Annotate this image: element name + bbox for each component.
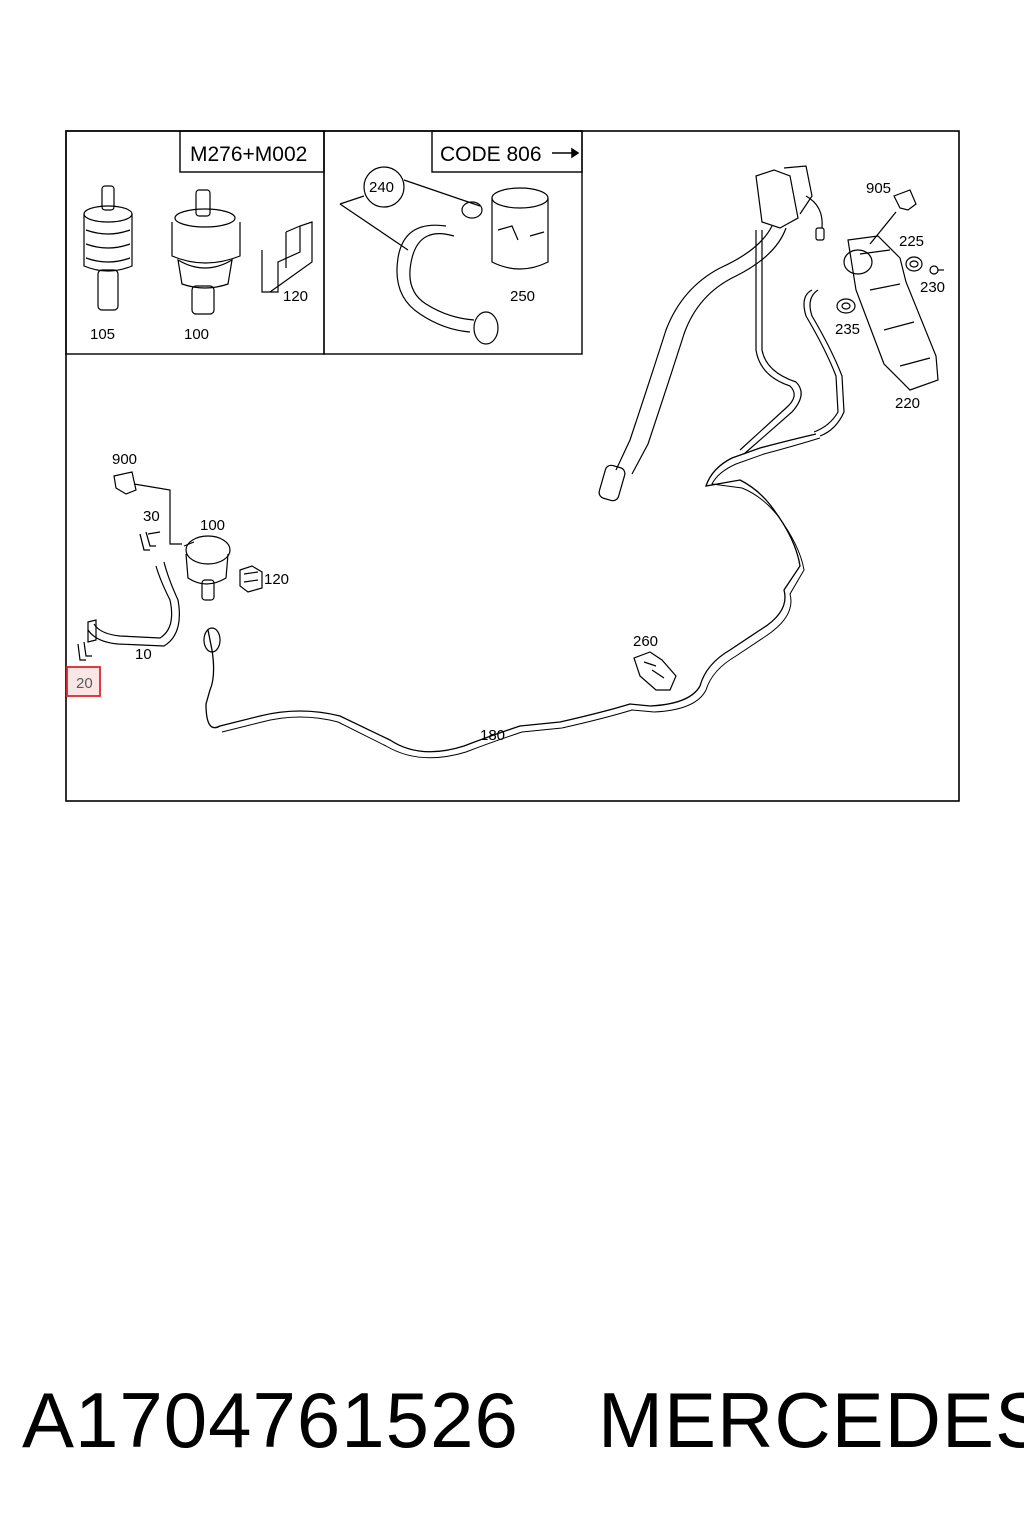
parts-diagram: M276+M002 CODE 806 bbox=[65, 130, 960, 802]
arrow-right-icon bbox=[552, 147, 580, 159]
inset-code-806 bbox=[323, 130, 583, 355]
callout-235: 235 bbox=[835, 321, 860, 338]
part-10-hose-drawing bbox=[87, 561, 221, 653]
callout-circle-240 bbox=[363, 166, 405, 208]
inset-header-code: CODE 806 bbox=[440, 143, 542, 166]
filler-hose-drawing bbox=[598, 225, 845, 502]
vent-line-180-inner bbox=[221, 437, 821, 759]
callout-225: 225 bbox=[899, 233, 924, 250]
inset-header-engine: M276+M002 bbox=[190, 143, 307, 166]
callout-10: 10 bbox=[135, 646, 152, 663]
part-250-filter-drawing bbox=[461, 187, 549, 270]
part-230-screw-drawing bbox=[929, 265, 944, 275]
callout-900: 900 bbox=[112, 451, 137, 468]
callout-250: 250 bbox=[510, 288, 535, 305]
part-30-elbow-drawing bbox=[139, 531, 161, 551]
callout-100: 100 bbox=[200, 517, 225, 534]
callout-100-inset: 100 bbox=[184, 326, 209, 343]
callout-260: 260 bbox=[633, 633, 658, 650]
part-235-grommet-drawing bbox=[836, 298, 856, 314]
part-100-valve-main-drawing bbox=[183, 535, 231, 601]
part-225-seal-drawing bbox=[905, 256, 923, 272]
part-number: A1704761526 bbox=[22, 1376, 519, 1464]
callout-230: 230 bbox=[920, 279, 945, 296]
brand-name: MERCEDES bbox=[598, 1376, 1024, 1464]
part-120-bracket-drawing bbox=[261, 221, 313, 293]
part-905-clip-drawing bbox=[869, 189, 917, 245]
part-220-canister-drawing bbox=[843, 235, 939, 391]
footer: A1704761526 MERCEDES bbox=[0, 1370, 1024, 1480]
highlight-box-part-20 bbox=[66, 666, 101, 697]
part-260-sensor-drawing bbox=[633, 651, 677, 691]
callout-105: 105 bbox=[90, 326, 115, 343]
callout-220: 220 bbox=[895, 395, 920, 412]
callout-905: 905 bbox=[866, 180, 891, 197]
filler-neck-bracket-drawing bbox=[755, 165, 825, 241]
part-105-valve-drawing bbox=[83, 185, 133, 311]
callout-30: 30 bbox=[143, 508, 160, 525]
callout-180: 180 bbox=[480, 727, 505, 744]
vent-line-180-drawing bbox=[205, 433, 817, 753]
callout-240: 240 bbox=[369, 179, 394, 196]
callout-120-inset: 120 bbox=[283, 288, 308, 305]
part-120-bracket-main-drawing bbox=[239, 565, 263, 593]
callout-120: 120 bbox=[264, 571, 289, 588]
part-900-clip-drawing bbox=[113, 471, 182, 545]
part-240-hose-drawing bbox=[339, 179, 499, 345]
part-20-elbow-drawing bbox=[77, 641, 92, 661]
callout-20: 20 bbox=[76, 675, 93, 692]
diagram-frame bbox=[65, 130, 960, 802]
part-100-valve-drawing bbox=[171, 189, 241, 315]
